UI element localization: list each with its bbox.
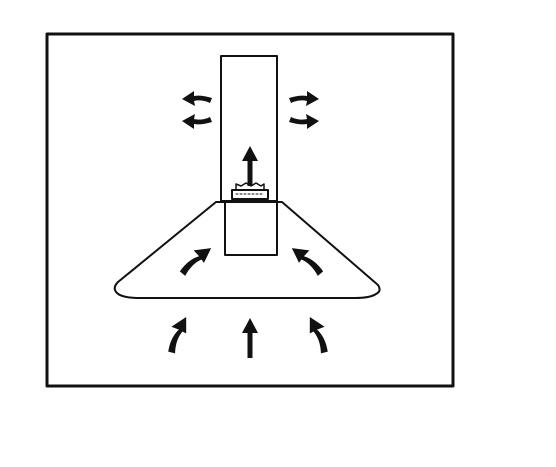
hood-canopy <box>113 201 381 299</box>
intake-arrow-center-icon <box>242 318 258 358</box>
canopy-airflow-arrow-left-icon <box>177 240 215 280</box>
exhaust-arrow-left-top-icon <box>182 91 212 106</box>
canopy-airflow-arrow-right-icon <box>288 240 326 280</box>
intake-arrow-left-icon <box>165 314 191 355</box>
exhaust-arrow-right-bottom-icon <box>289 114 319 129</box>
frame-border <box>45 32 455 388</box>
fan-motor-icon <box>231 182 269 200</box>
duct-airflow-arrow-icon <box>242 146 258 186</box>
exhaust-arrow-right-top-icon <box>289 91 319 106</box>
fan-motor-box <box>224 201 278 256</box>
intake-arrow-right-icon <box>305 314 331 355</box>
exhaust-arrow-left-bottom-icon <box>182 114 212 129</box>
